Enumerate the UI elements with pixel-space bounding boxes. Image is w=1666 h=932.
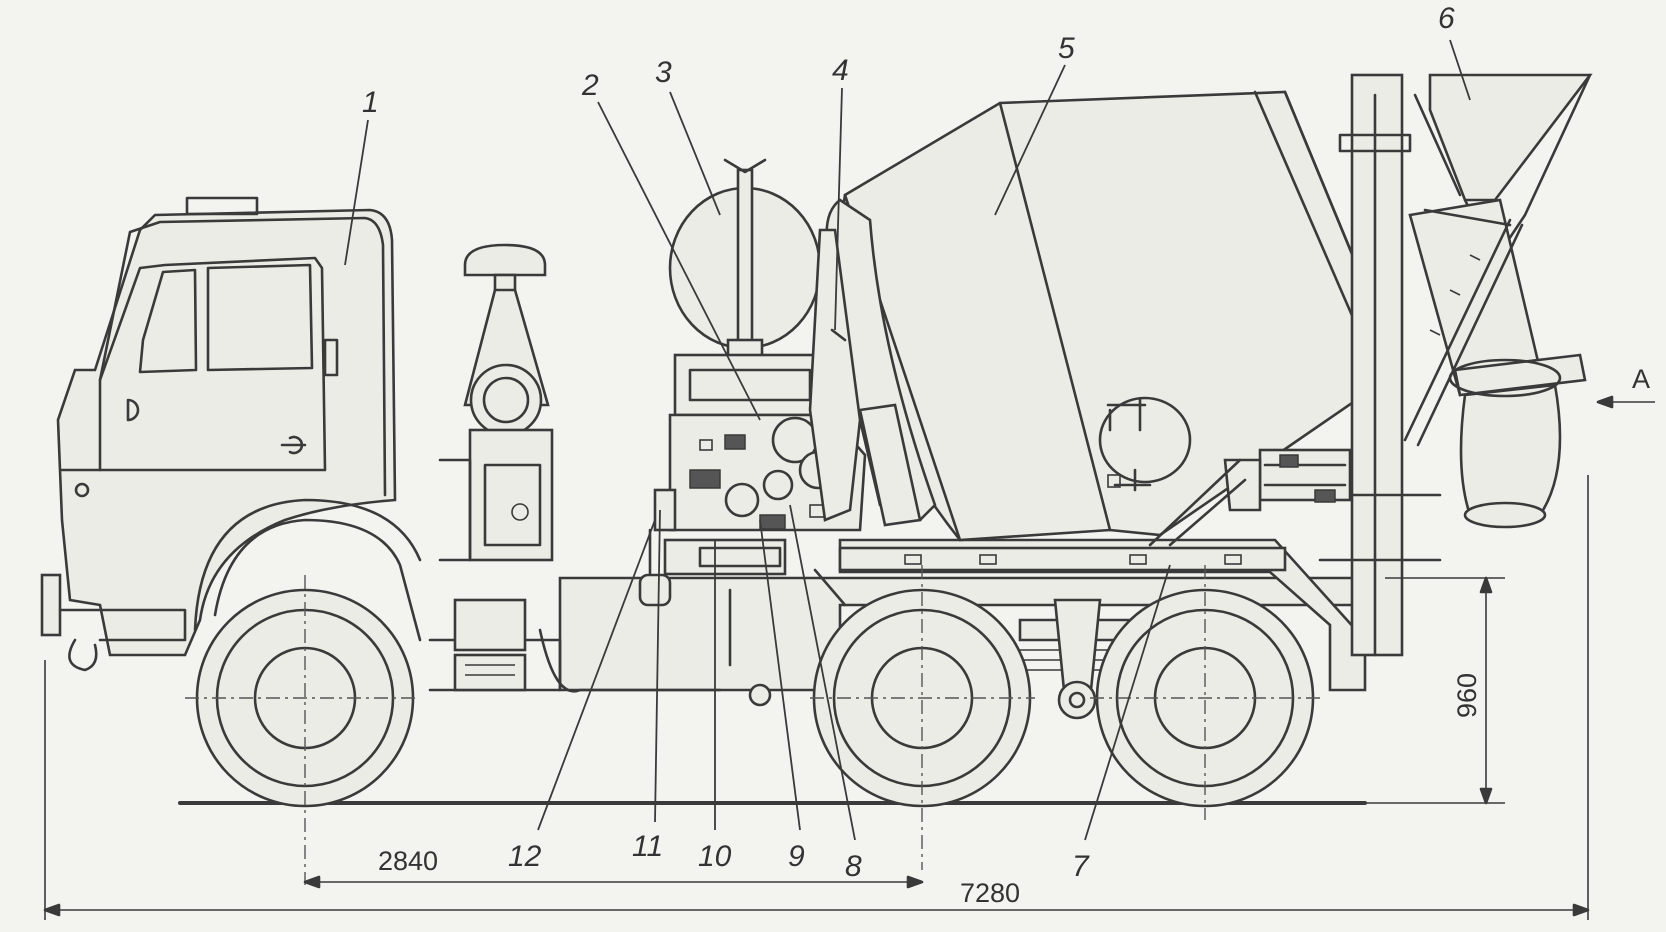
callout-2: 2 [581, 69, 599, 102]
view-marker-a: A [1632, 364, 1650, 394]
dimension-frame-height: 960 [1452, 673, 1482, 718]
callout-4: 4 [832, 54, 849, 87]
cab [40, 196, 422, 672]
callout-1: 1 [362, 86, 379, 119]
callout-12: 12 [508, 840, 542, 873]
battery-box [453, 598, 722, 693]
rear-support-frame [1318, 73, 1442, 657]
callout-10: 10 [698, 840, 732, 873]
dimension-lines [43, 395, 1655, 920]
callout-11: 11 [632, 830, 663, 863]
dimension-wheelbase: 2840 [378, 846, 438, 876]
discharge-chute [1403, 198, 1587, 529]
drum-drive-gearbox [1148, 448, 1352, 547]
front-drum-support [808, 228, 862, 522]
callout-6: 6 [1438, 2, 1455, 35]
air-intake-stack [438, 243, 554, 562]
water-tank [668, 158, 822, 362]
callout-3: 3 [655, 56, 672, 89]
callout-7: 7 [1072, 850, 1090, 883]
dimension-overall-length: 7280 [960, 878, 1020, 908]
mixer-drum [825, 90, 1402, 542]
rear-bogie-spring [1018, 598, 1137, 720]
pump-drive-unit [638, 353, 867, 707]
callout-8: 8 [845, 850, 862, 883]
callout-leaders [344, 39, 1471, 841]
callout-5: 5 [1058, 32, 1075, 65]
callout-9: 9 [788, 840, 805, 873]
